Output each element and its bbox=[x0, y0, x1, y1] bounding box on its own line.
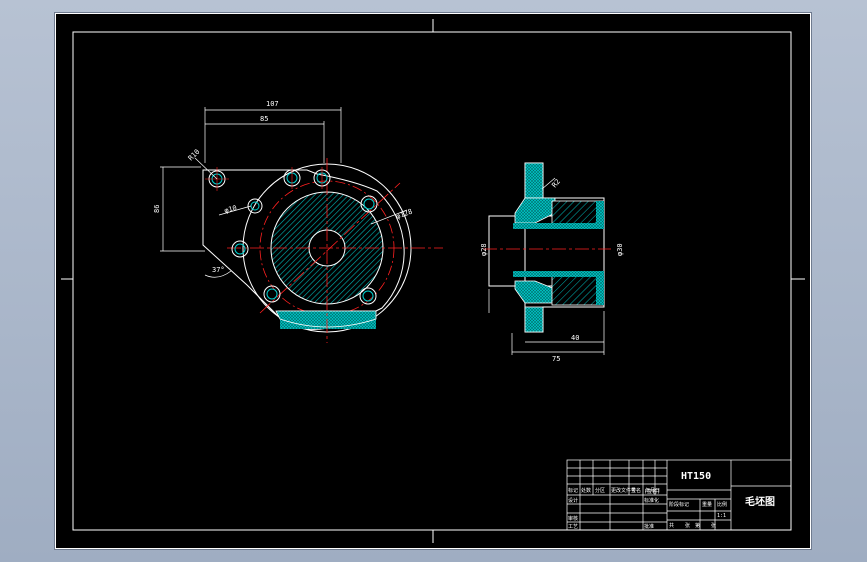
sheet-inner-border bbox=[72, 31, 792, 531]
svg-text:重量: 重量 bbox=[702, 501, 712, 508]
svg-text:标准化: 标准化 bbox=[644, 497, 659, 504]
dim-phi10: φ10 bbox=[223, 204, 237, 215]
title-block-middle-rows: (签名) 标准化 批准 bbox=[644, 488, 660, 530]
drawing-name: 毛坯图 bbox=[745, 495, 775, 508]
title-block-stage-row: 阶段标记 重量 比例 1:1 bbox=[669, 501, 727, 519]
svg-text:批准: 批准 bbox=[644, 523, 654, 530]
material-label: HT150 bbox=[681, 471, 711, 482]
dim-phi30: φ30 bbox=[616, 243, 624, 256]
front-dimensions bbox=[160, 107, 408, 278]
svg-text:阶段标记: 阶段标记 bbox=[669, 501, 689, 508]
svg-text:设计: 设计 bbox=[568, 497, 578, 504]
dim-85: 85 bbox=[260, 115, 268, 123]
svg-text:张: 张 bbox=[711, 522, 716, 529]
svg-text:签名: 签名 bbox=[631, 487, 641, 494]
cad-drawing-canvas: 107 85 R10 86 φ10 φ128 37° bbox=[55, 13, 811, 549]
svg-text:更改文件号: 更改文件号 bbox=[611, 487, 636, 494]
svg-text:审核: 审核 bbox=[568, 515, 578, 522]
svg-text:年月日: 年月日 bbox=[645, 487, 660, 494]
svg-text:处数: 处数 bbox=[581, 487, 591, 494]
title-block-sheet-row: 共 张 第 张 bbox=[669, 522, 716, 529]
dim-phi28: φ28 bbox=[480, 243, 488, 256]
dim-75: 75 bbox=[552, 355, 560, 363]
svg-text:张: 张 bbox=[685, 522, 690, 529]
svg-text:标记: 标记 bbox=[568, 487, 578, 494]
dim-107: 107 bbox=[266, 100, 279, 108]
section-dimensions bbox=[488, 177, 605, 355]
dim-40: 40 bbox=[571, 334, 579, 342]
svg-text:1:1: 1:1 bbox=[717, 513, 726, 519]
svg-text:比例: 比例 bbox=[717, 501, 727, 508]
center-lines bbox=[227, 158, 443, 343]
svg-text:第: 第 bbox=[695, 522, 700, 529]
section-view[interactable]: φ28 φ30 R2 40 75 bbox=[480, 162, 624, 363]
svg-text:(签名): (签名) bbox=[644, 488, 660, 495]
sheet-outer-border bbox=[55, 13, 811, 549]
svg-text:工艺: 工艺 bbox=[568, 524, 578, 530]
dim-86: 86 bbox=[153, 205, 161, 213]
drawing-viewport[interactable]: 107 85 R10 86 φ10 φ128 37° bbox=[55, 13, 811, 549]
dim-r2: R2 bbox=[550, 178, 562, 190]
front-view[interactable]: 107 85 R10 86 φ10 φ128 37° bbox=[153, 100, 443, 343]
dim-phi128: φ128 bbox=[395, 208, 414, 221]
svg-text:共: 共 bbox=[669, 522, 674, 529]
svg-text:分区: 分区 bbox=[595, 487, 605, 494]
title-block-headers: 标记 处数 分区 更改文件号 签名 年月日 bbox=[568, 487, 660, 494]
dim-r10: R10 bbox=[187, 148, 202, 163]
title-block-left-rows: 设计 审核 工艺 bbox=[568, 497, 578, 530]
dim-37deg: 37° bbox=[212, 266, 225, 274]
bolt-hole-crosses bbox=[205, 167, 323, 191]
title-block[interactable] bbox=[566, 459, 792, 531]
centering-marks bbox=[61, 19, 805, 543]
